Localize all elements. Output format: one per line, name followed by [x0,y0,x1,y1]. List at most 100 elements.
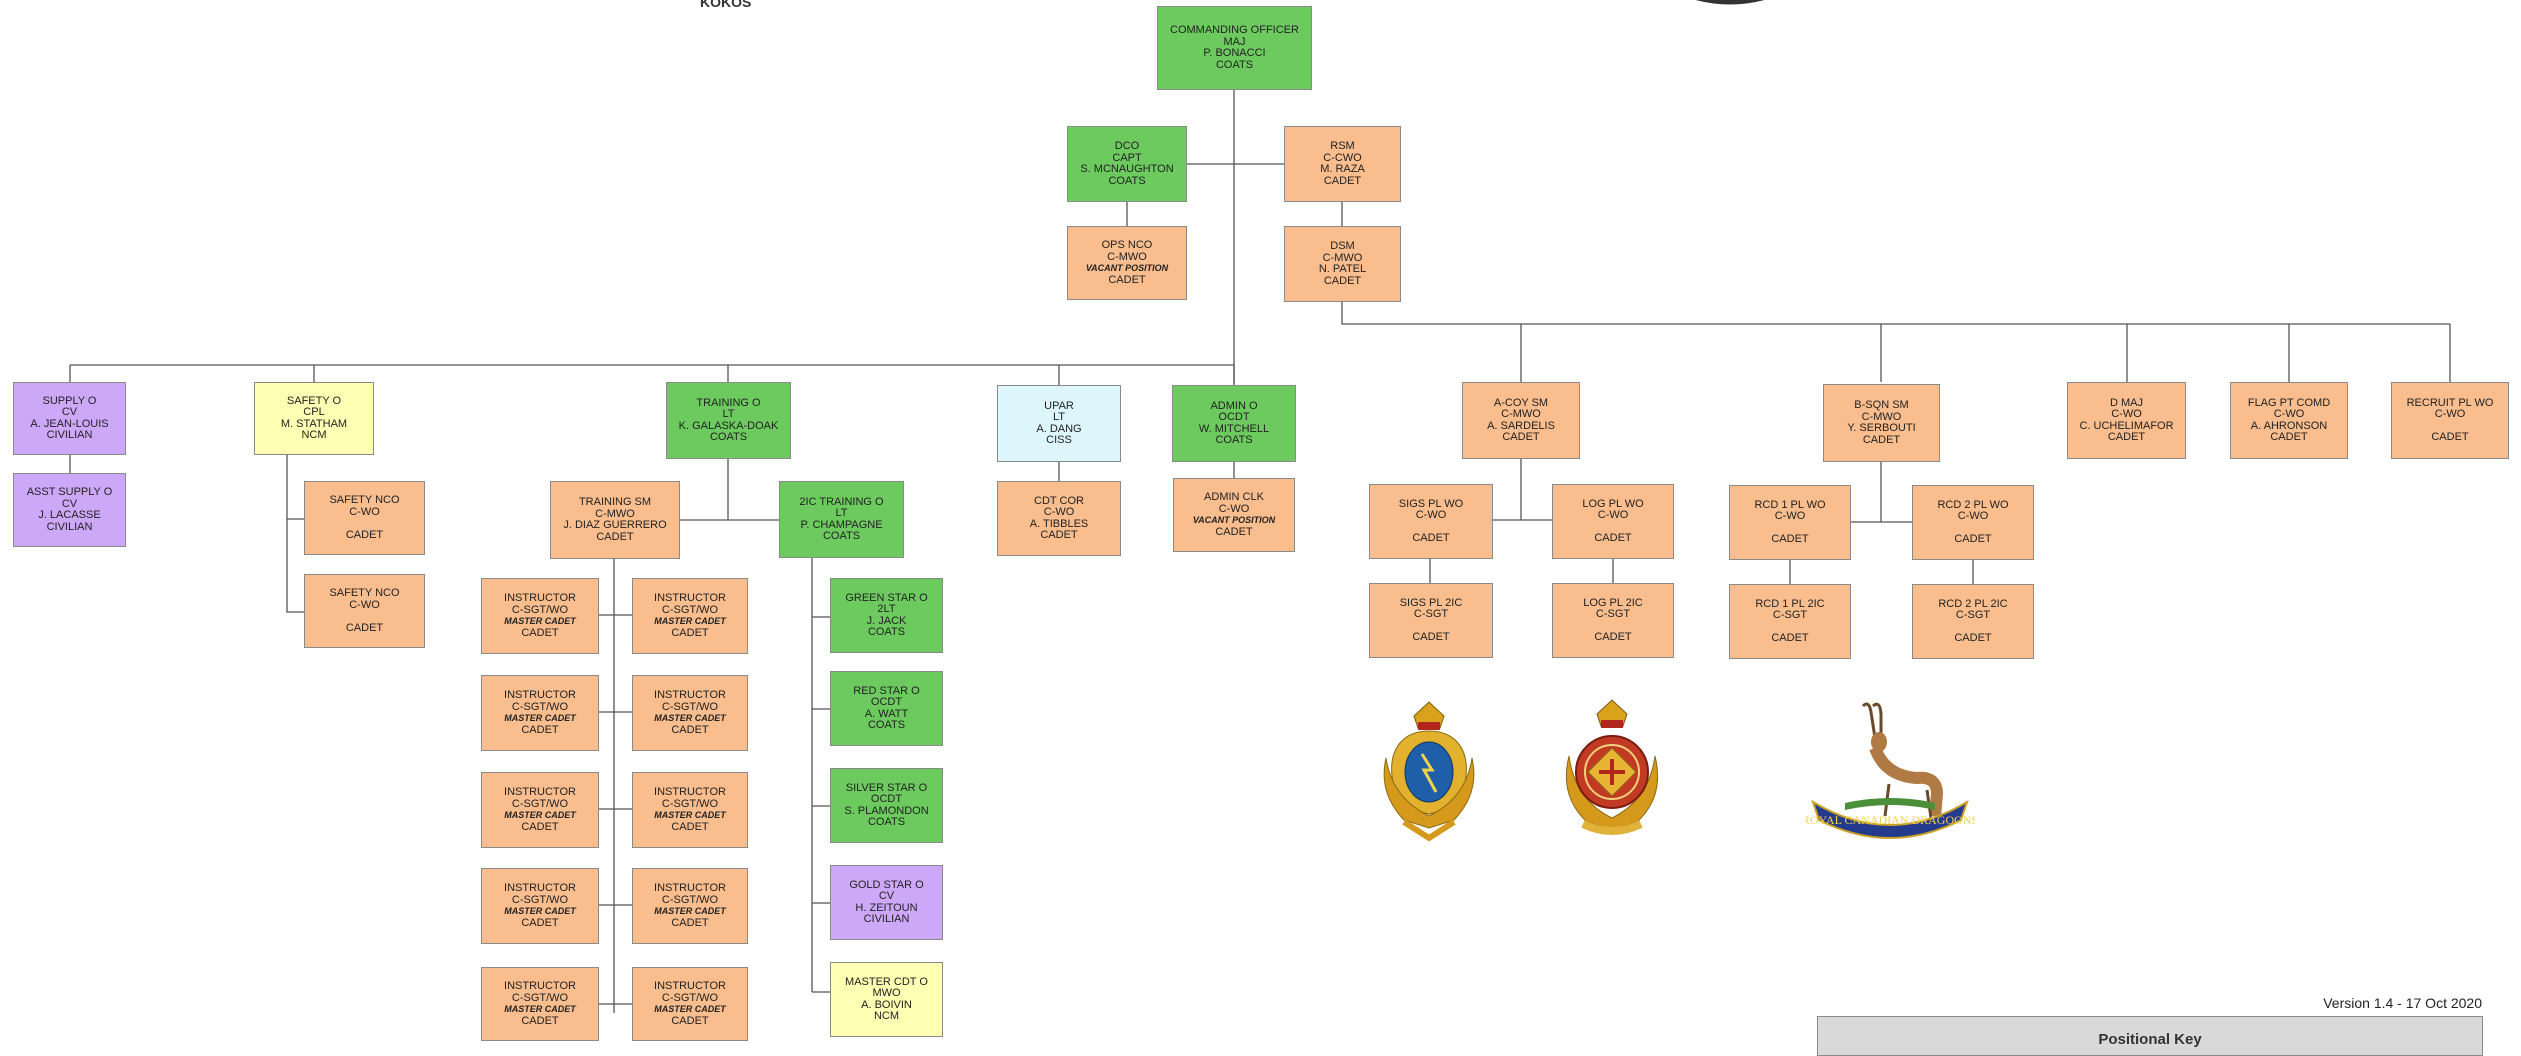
node-element: CADET [1323,174,1362,187]
node-person: A. JEAN-LOUIS [30,417,109,430]
node-title: INSTRUCTOR [654,592,726,604]
node-element: CADET [1771,533,1809,545]
cadet-corps-crest-icon [1565,699,1659,835]
node-element: COATS [867,626,906,638]
node-person: S. MCNAUGHTON [1080,163,1174,175]
node-rank: OCDT [1218,411,1250,423]
node-rank: CAPT [1112,151,1142,164]
node-rank: C-SGT/WO [511,603,569,616]
node-rank: C-SGT/WO [661,893,719,906]
node-rank: C-WO [2273,408,2305,420]
node-element: CADET [1594,631,1632,643]
node-element: CADET [521,1014,559,1027]
node-person: MASTER CADET [504,810,576,820]
node-element: CADET [671,723,709,736]
node-title: ASST SUPPLY O [26,486,113,498]
node-rank: C-MWO [1322,251,1363,264]
node-title: INSTRUCTOR [654,786,726,798]
node-rank: 2LT [877,603,896,615]
node-person: MASTER CADET [504,906,576,916]
node-title: TRAINING SM [578,496,652,508]
node-element: CADET [671,820,709,833]
node-element: CADET [345,621,384,634]
node-title: INSTRUCTOR [504,786,576,798]
node-title: INSTRUCTOR [504,882,576,894]
node-element: COATS [1108,174,1146,187]
node-element: CISS [1046,434,1072,446]
node-element: CADET [1323,274,1362,287]
node-person: MASTER CADET [654,810,726,820]
node-rank: C-WO [349,598,380,611]
node-element: COATS [867,719,906,731]
node-title: SIGS PL 2IC [1399,596,1463,609]
node-title: A-COY SM [1493,396,1549,409]
node-person: W. MITCHELL [1198,422,1270,435]
node-rank: LT [722,408,735,420]
node-title: CDT COR [1034,494,1084,507]
node-title: 2IC TRAINING O [799,495,884,508]
node-rank: C-SGT/WO [661,797,719,810]
node-rank: C-SGT [1595,608,1631,620]
node-person: J. LACASSE [38,509,101,521]
node-title: SILVER STAR O [845,781,928,794]
node-element: CADET [1412,631,1450,643]
node-element: CADET [1771,632,1809,644]
node-rank: MWO [872,987,901,999]
node-title: DCO [1114,140,1140,152]
node-element: CADET [1215,525,1253,538]
node-rank: C-SGT/WO [661,603,719,616]
node-rank: OCDT [870,793,903,805]
node-rank: C-WO [1415,509,1447,521]
node-person: J. DIAZ GUERRERO [563,519,667,531]
node-person: A. DANG [1036,422,1082,435]
node-rank: C-SGT [1955,609,1991,621]
cropped-heading-fragment: KOKOS [700,0,752,10]
